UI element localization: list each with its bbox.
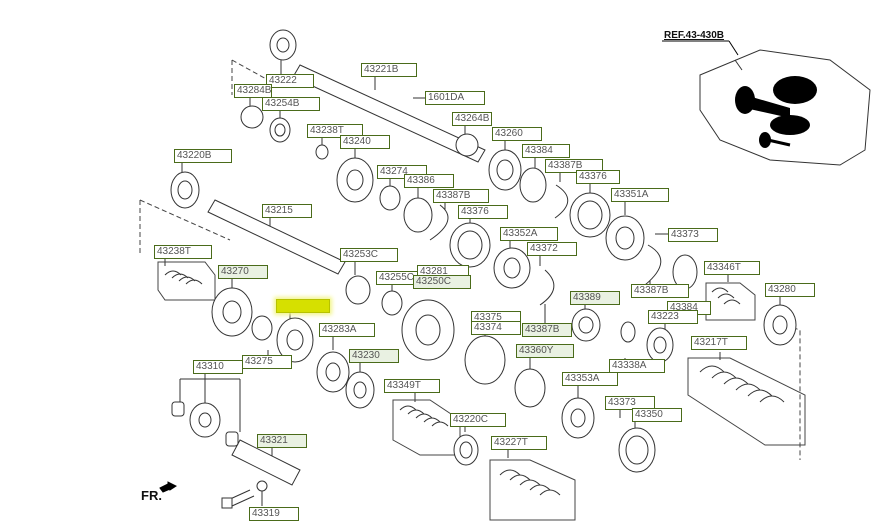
part-label-43220b[interactable]: 43220B xyxy=(174,149,232,163)
part-label-43374[interactable]: 43374 xyxy=(471,321,521,335)
part-label-43349t[interactable]: 43349T xyxy=(384,379,440,393)
part-label-43319[interactable]: 43319 xyxy=(249,507,299,521)
part-label-43310[interactable]: 43310 xyxy=(193,360,243,374)
part-label-43238t-lower[interactable]: 43238T xyxy=(154,245,212,259)
front-arrow-icon xyxy=(159,481,177,493)
part-label-43215[interactable]: 43215 xyxy=(262,204,312,218)
part-label-43227t[interactable]: 43227T xyxy=(491,436,547,450)
part-label-43254b[interactable]: 43254B xyxy=(262,97,320,111)
part-label-43360y[interactable]: 43360Y xyxy=(516,344,574,358)
part-label-43220c[interactable]: 43220C xyxy=(450,413,506,427)
part-label-43321[interactable]: 43321 xyxy=(257,434,307,448)
part-label-43255c[interactable]: 43255C xyxy=(376,271,424,285)
part-label-43338a[interactable]: 43338A xyxy=(609,359,665,373)
part-label-43253c[interactable]: 43253C xyxy=(340,248,398,262)
part-label-43275[interactable]: 43275 xyxy=(242,355,292,369)
transmission-reference-image xyxy=(699,49,871,166)
part-label-43346t[interactable]: 43346T xyxy=(704,261,760,275)
part-label-43264b[interactable]: 43264B xyxy=(452,112,492,126)
part-label-43270[interactable]: 43270 xyxy=(218,265,268,279)
shaft-main xyxy=(207,64,486,486)
part-label-43353a[interactable]: 43353A xyxy=(562,372,618,386)
part-label-highlighted[interactable] xyxy=(276,299,330,313)
parts-art xyxy=(170,29,797,509)
part-label-43284b[interactable]: 43284B xyxy=(234,84,272,98)
part-label-1601da[interactable]: 1601DA xyxy=(425,91,485,105)
part-label-43373-upper[interactable]: 43373 xyxy=(668,228,718,242)
part-label-43376-lower[interactable]: 43376 xyxy=(458,205,508,219)
part-label-43221b[interactable]: 43221B xyxy=(361,63,417,77)
part-label-43387b-1[interactable]: 43387B xyxy=(545,159,603,173)
part-label-43352a[interactable]: 43352A xyxy=(500,227,558,241)
part-label-43373-lower[interactable]: 43373 xyxy=(605,396,655,410)
coil-springs xyxy=(164,270,785,496)
part-label-43240[interactable]: 43240 xyxy=(340,135,390,149)
part-label-43217t[interactable]: 43217T xyxy=(691,336,747,350)
part-label-43230[interactable]: 43230 xyxy=(349,349,399,363)
part-label-43387b-4[interactable]: 43387B xyxy=(631,284,689,298)
part-label-43280[interactable]: 43280 xyxy=(765,283,815,297)
part-label-43351a[interactable]: 43351A xyxy=(611,188,669,202)
part-label-43384-upper[interactable]: 43384 xyxy=(522,144,570,158)
part-label-43387b-3[interactable]: 43387B xyxy=(522,323,572,337)
part-label-43238t-upper[interactable]: 43238T xyxy=(307,124,363,138)
part-label-43376-upper[interactable]: 43376 xyxy=(576,170,620,184)
part-label-43223[interactable]: 43223 xyxy=(648,310,698,324)
part-label-43250c[interactable]: 43250C xyxy=(413,275,471,289)
part-label-43372[interactable]: 43372 xyxy=(527,242,577,256)
part-label-43283a[interactable]: 43283A xyxy=(319,323,375,337)
part-label-43387b-2[interactable]: 43387B xyxy=(433,189,489,203)
part-label-43350[interactable]: 43350 xyxy=(632,408,682,422)
part-label-43386[interactable]: 43386 xyxy=(404,174,454,188)
reference-label: REF.43-430B xyxy=(664,30,725,41)
part-label-43389[interactable]: 43389 xyxy=(570,291,620,305)
part-label-43222[interactable]: 43222 xyxy=(266,74,314,88)
part-label-43260[interactable]: 43260 xyxy=(492,127,542,141)
front-indicator: FR. xyxy=(141,488,162,503)
